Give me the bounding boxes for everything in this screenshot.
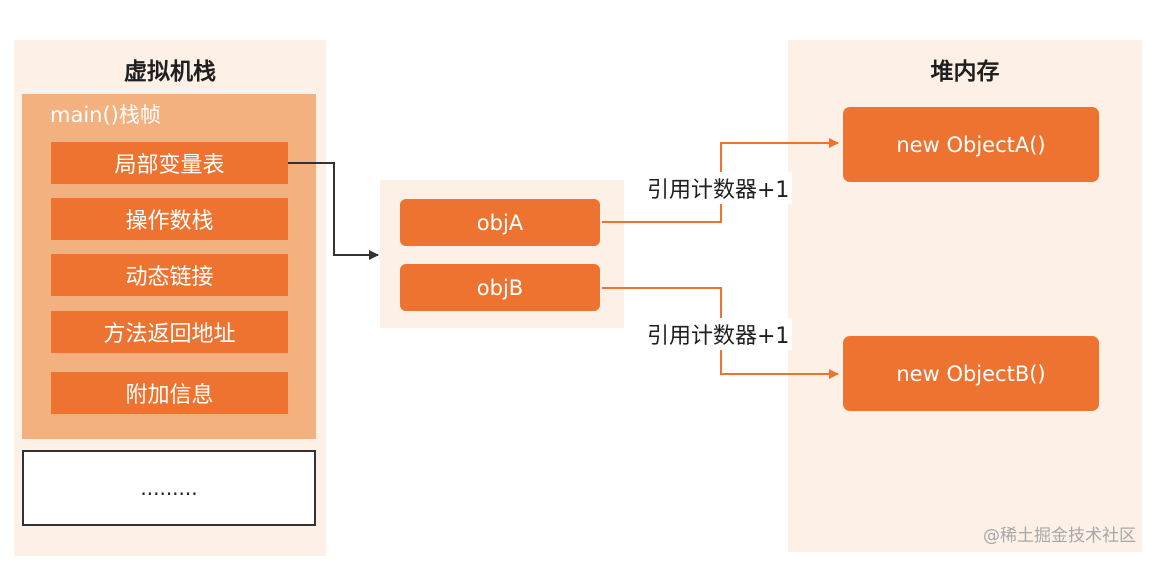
ref-objb: objB	[400, 264, 600, 311]
slot-local-variable-table: 局部变量表	[51, 142, 288, 184]
ref-obja: objA	[400, 199, 600, 246]
connector-local-vars-to-refs	[288, 162, 379, 260]
heap-title: 堆内存	[930, 59, 1000, 85]
reference-panel: objA objB	[380, 180, 624, 328]
vm-stack-title: 虚拟机栈	[124, 59, 216, 85]
slot-return-address: 方法返回地址	[51, 311, 288, 353]
heap-object-a: new ObjectA()	[843, 107, 1099, 182]
main-stack-frame-label: main()栈帧	[50, 103, 161, 127]
slot-operand-stack: 操作数栈	[51, 198, 288, 240]
heap-panel: 堆内存 new ObjectA() new ObjectB()	[788, 40, 1142, 552]
edge-label-obja: 引用计数器+1	[644, 172, 793, 204]
slot-dynamic-linking: 动态链接	[51, 254, 288, 296]
heap-object-b: new ObjectB()	[843, 336, 1099, 411]
edge-label-objb: 引用计数器+1	[644, 318, 793, 350]
watermark: @稀土掘金技术社区	[983, 526, 1136, 546]
more-frames-box: .........	[22, 450, 316, 526]
vm-stack-panel: 虚拟机栈 main()栈帧 局部变量表 操作数栈 动态链接 方法返回地址 附加信…	[14, 40, 326, 556]
slot-additional-info: 附加信息	[51, 372, 288, 414]
